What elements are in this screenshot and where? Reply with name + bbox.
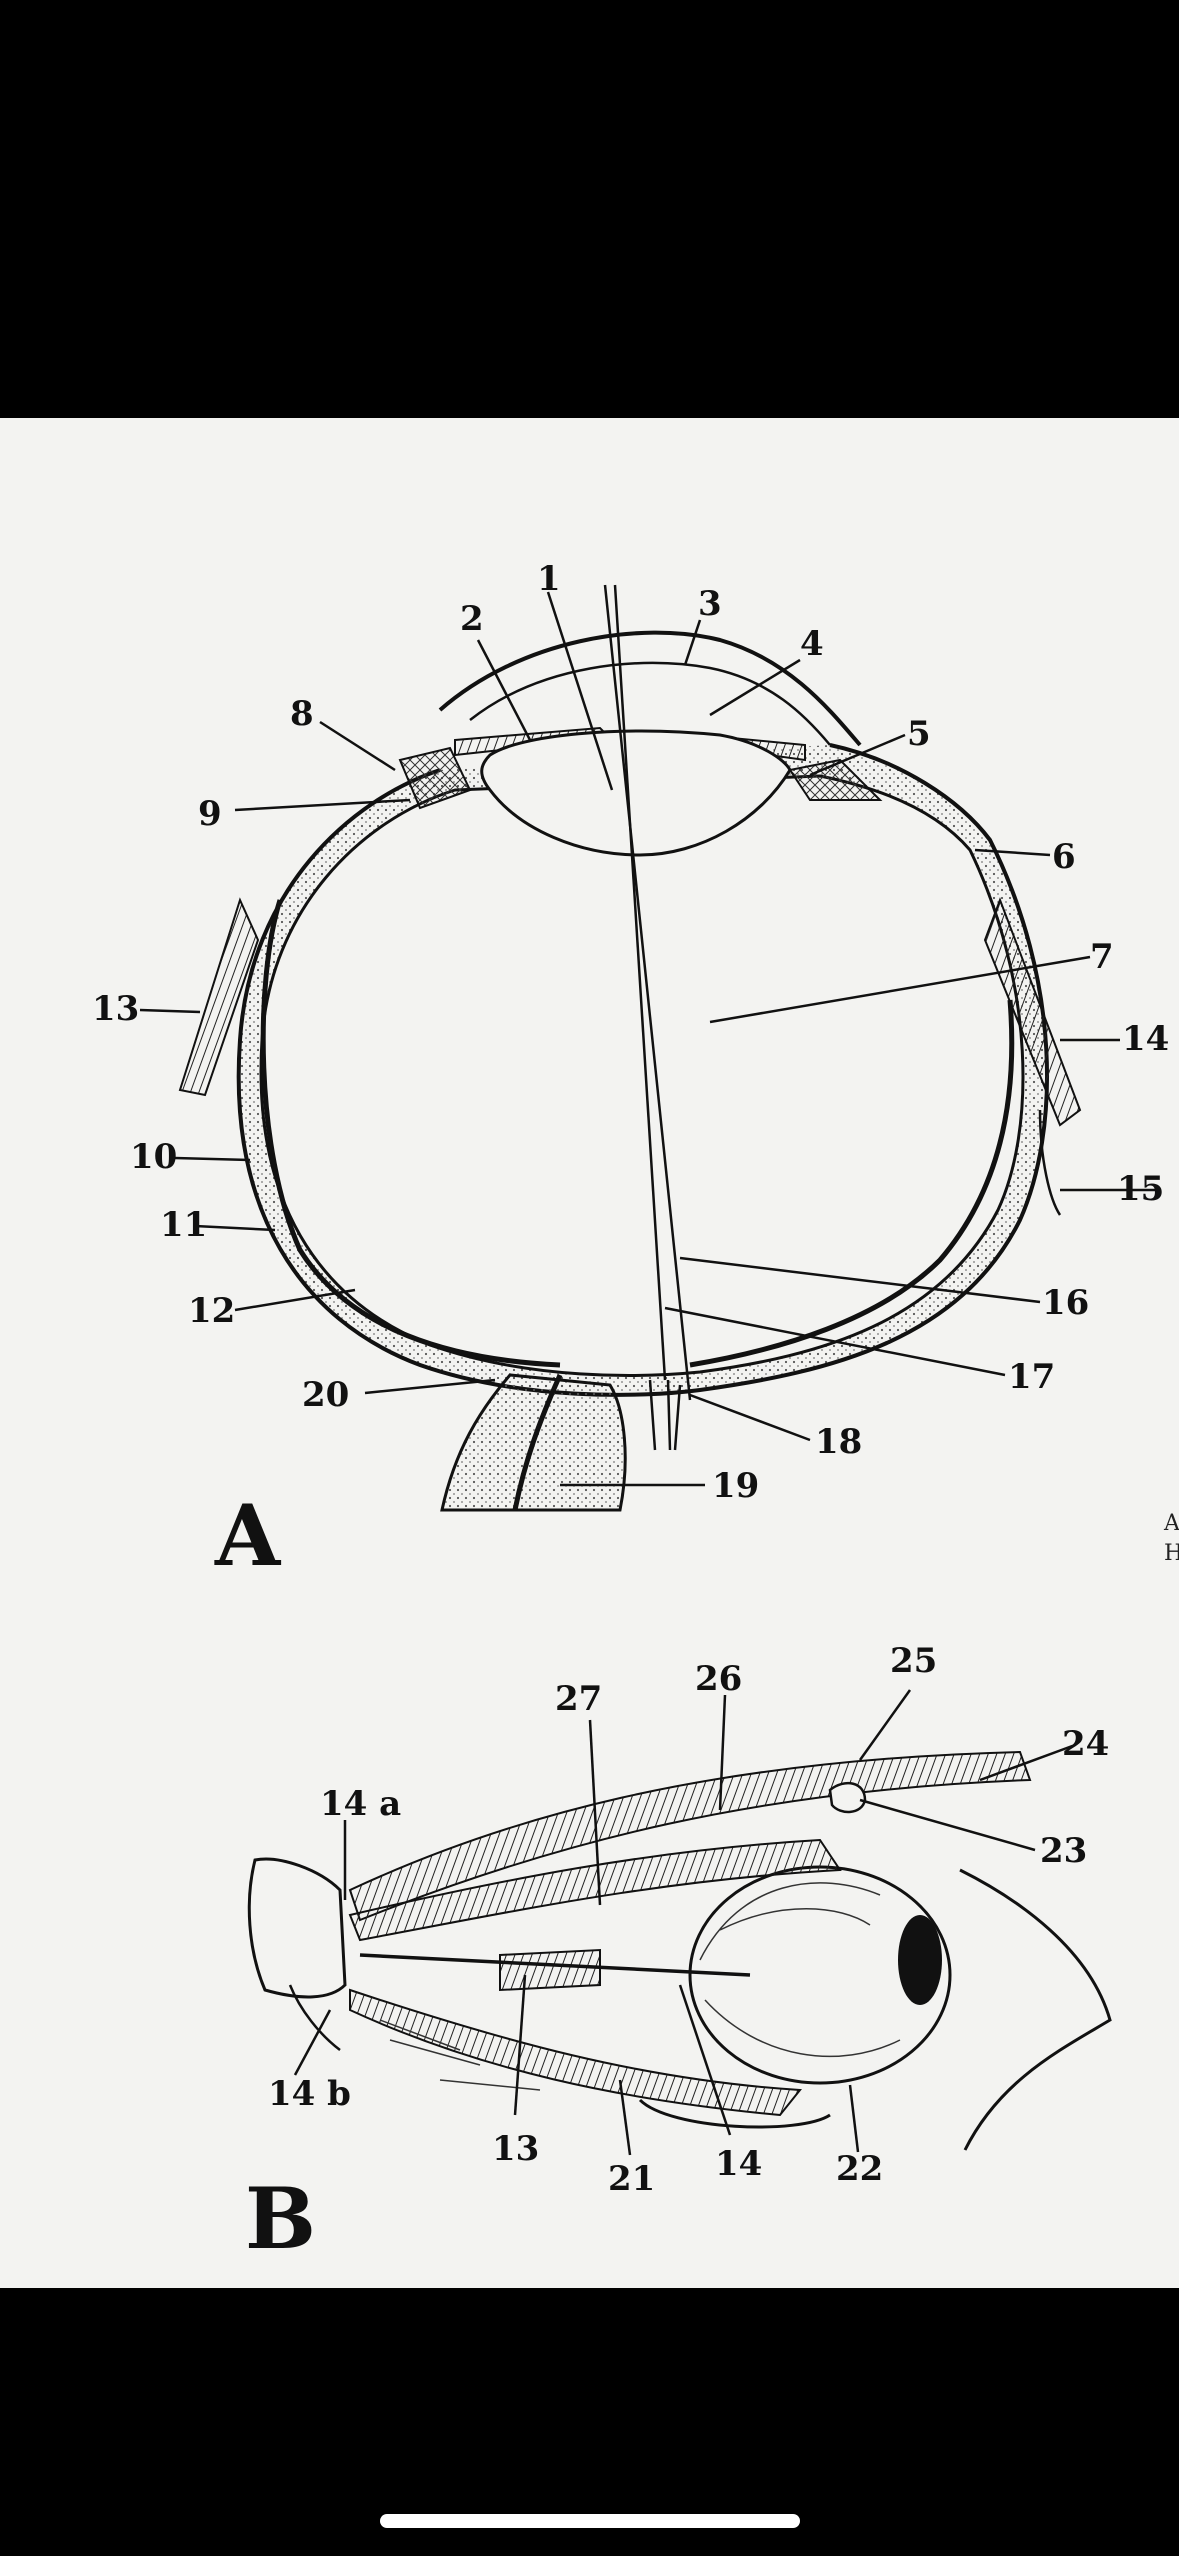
label-14a: 14 a [320,1784,401,1824]
orbit-apex [247,1857,347,1999]
margin-fragment-2: H [1164,1541,1179,1566]
label-12: 12 [188,1291,235,1331]
label-24: 24 [1062,1724,1109,1764]
label-14-b: 14 [715,2144,762,2184]
rectus-muscle-right [983,897,1082,1127]
label-4: 4 [800,624,824,664]
label-27: 27 [555,1679,602,1719]
label-2: 2 [460,599,484,639]
label-26: 26 [695,1659,742,1699]
label-6: 6 [1052,837,1076,877]
panel-letter-a: A [214,1486,282,1585]
retina-line-right [689,999,1015,1368]
panel-a-leader-lines [139,591,1160,1487]
retina-line [260,899,561,1368]
label-7: 7 [1090,937,1114,977]
superior-rectus [348,1838,842,1942]
panel-a-eye-section [178,584,1082,1512]
lens [480,729,792,857]
label-20: 20 [302,1375,349,1415]
panel-a-labels: 1 2 3 4 5 6 7 8 9 13 14 15 10 11 12 16 1… [92,559,1169,1585]
trochlea [828,1781,867,1814]
label-18: 18 [815,1422,862,1462]
label-15: 15 [1117,1169,1164,1209]
panel-b-leader-lines [293,1689,1076,2156]
label-13: 13 [92,989,139,1029]
margin-fragment-1: A [1163,1511,1179,1536]
label-13-b: 13 [492,2129,539,2169]
levator-muscle [348,1750,1032,1922]
label-3: 3 [698,584,722,624]
label-1: 1 [537,559,561,599]
label-17: 17 [1008,1357,1055,1397]
label-14b: 14 b [268,2074,351,2114]
label-9: 9 [198,794,222,834]
panel-b-labels: 14 a 14 b 13 14 21 22 23 24 25 26 27 B [245,1641,1109,2268]
ciliary-body-right [788,758,883,801]
ciliary-body-left [398,746,472,810]
cornea [438,630,862,747]
label-16: 16 [1042,1283,1089,1323]
label-14: 14 [1122,1019,1169,1059]
label-22: 22 [836,2149,883,2189]
orbit-rim [959,1868,1112,2151]
label-25: 25 [890,1641,937,1681]
label-10: 10 [130,1137,177,1177]
label-21: 21 [608,2159,655,2199]
lateral-rectus [499,1948,601,1992]
home-indicator[interactable] [380,2514,800,2528]
label-8: 8 [290,694,314,734]
rectus-muscle-left [178,897,260,1097]
label-11: 11 [160,1205,207,1245]
panel-letter-b: B [245,2169,316,2268]
label-19: 19 [712,1466,759,1506]
inferior-rectus [349,1988,802,2117]
label-5: 5 [907,714,931,754]
label-23: 23 [1040,1831,1087,1871]
lid-support [638,2098,831,2129]
